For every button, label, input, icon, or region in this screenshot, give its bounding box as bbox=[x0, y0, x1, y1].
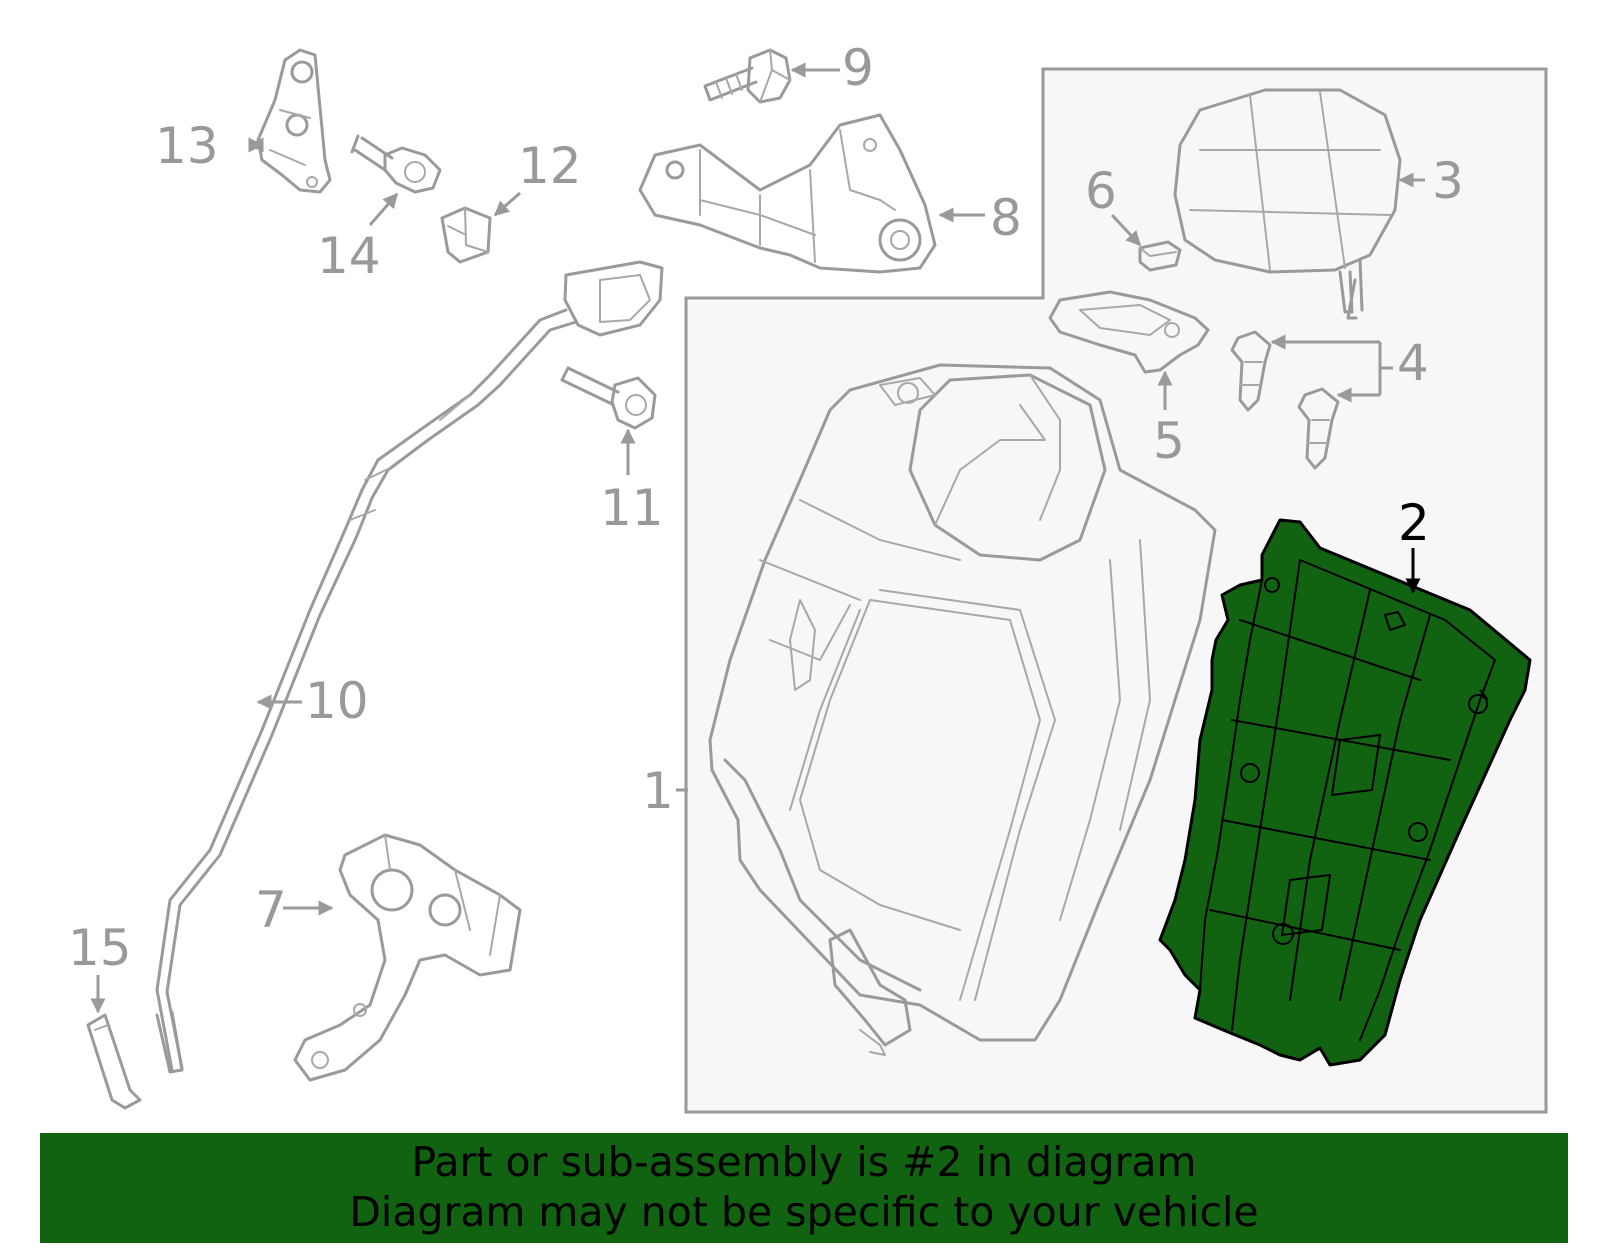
part-5-guide bbox=[1048, 290, 1210, 374]
part-7-hinge bbox=[293, 833, 522, 1082]
callout-4: 4 bbox=[1397, 334, 1429, 392]
callout-8: 8 bbox=[990, 189, 1022, 247]
callout-7: 7 bbox=[255, 881, 287, 939]
part-14-bolt bbox=[350, 134, 442, 194]
part-10-cable bbox=[155, 260, 664, 1074]
part-1-seat-back bbox=[708, 363, 1217, 1056]
part-13-bracket bbox=[256, 48, 332, 194]
info-banner: Part or sub-assembly is #2 in diagram Di… bbox=[40, 1133, 1568, 1243]
part-12-clip bbox=[440, 206, 492, 264]
callout-labels: 13 14 12 9 8 6 3 4 5 11 2 10 1 7 15 bbox=[68, 39, 1464, 977]
part-9-bolt bbox=[703, 48, 792, 104]
part-3-headrest bbox=[1173, 88, 1402, 320]
callout-11: 11 bbox=[600, 479, 664, 537]
leader-lines bbox=[90, 62, 1425, 1014]
part-4-guide-pins bbox=[1230, 330, 1340, 470]
banner-line-2: Diagram may not be specific to your vehi… bbox=[349, 1188, 1259, 1236]
callout-9: 9 bbox=[842, 39, 874, 97]
banner-line-1: Part or sub-assembly is #2 in diagram bbox=[411, 1138, 1197, 1186]
callout-2: 2 bbox=[1398, 494, 1430, 552]
part-8-hinge-bracket bbox=[638, 113, 937, 274]
callout-13: 13 bbox=[155, 117, 219, 175]
part-15-pin bbox=[86, 1013, 142, 1110]
part-11-bolt bbox=[560, 366, 657, 430]
callout-1: 1 bbox=[642, 762, 674, 820]
callout-12: 12 bbox=[518, 137, 582, 195]
callout-10: 10 bbox=[305, 672, 369, 730]
callout-5: 5 bbox=[1153, 412, 1185, 470]
callout-6: 6 bbox=[1085, 162, 1117, 220]
callout-3: 3 bbox=[1432, 152, 1464, 210]
part-6-clip bbox=[1138, 240, 1182, 272]
callout-15: 15 bbox=[68, 919, 132, 977]
part-2-seat-back-panel bbox=[1158, 518, 1532, 1067]
callout-14: 14 bbox=[317, 227, 381, 285]
